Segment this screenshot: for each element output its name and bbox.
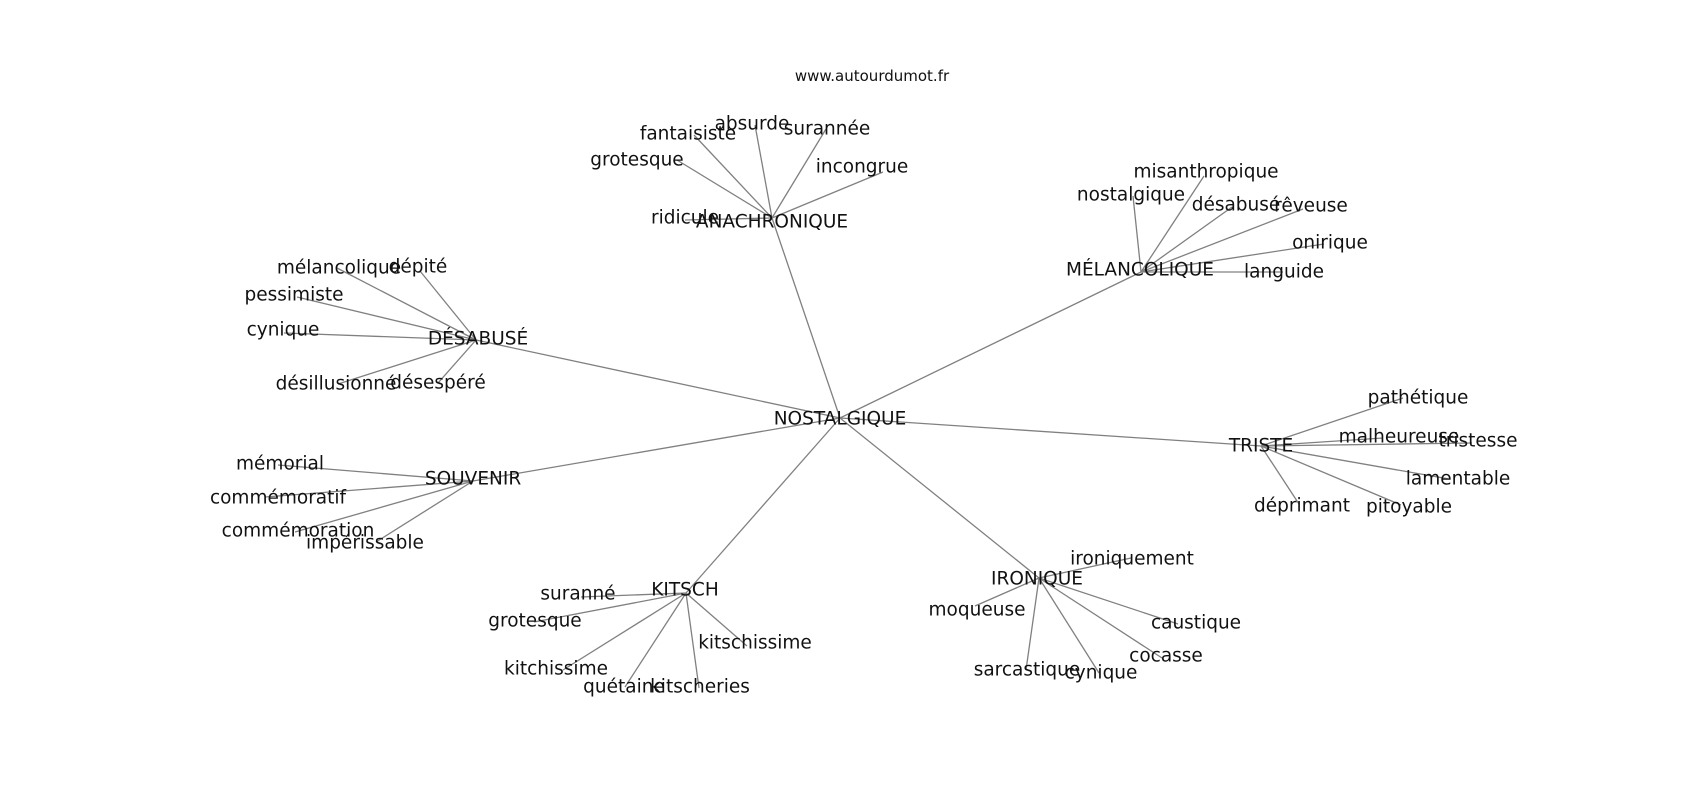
edge-center-souvenir xyxy=(472,417,841,482)
edge-triste-leaf-2 xyxy=(1260,442,1473,447)
edge-ironique-leaf-3 xyxy=(1038,577,1163,659)
edge-souvenir-leaf-3 xyxy=(375,480,474,543)
leaf-label-melancolique: désabusé xyxy=(1192,195,1281,216)
leaf-label-anachronique: fantaisiste xyxy=(640,124,736,145)
edge-desabuse-leaf-5 xyxy=(437,339,477,384)
cluster-label-melancolique: MÉLANCOLIQUE xyxy=(1066,259,1214,281)
edge-triste-leaf-0 xyxy=(1260,397,1404,447)
cluster-label-desabuse: DÉSABUSÉ xyxy=(428,328,528,350)
edge-kitsch-leaf-4 xyxy=(685,592,700,689)
leaf-label-triste: lamentable xyxy=(1406,469,1510,490)
leaf-label-anachronique: incongrue xyxy=(816,157,909,178)
cluster-label-ironique: IRONIQUE xyxy=(991,569,1083,590)
edge-anachronique-leaf-5 xyxy=(771,171,884,219)
edge-ironique-leaf-4 xyxy=(1025,577,1040,671)
leaf-label-melancolique: languide xyxy=(1244,262,1324,283)
edge-triste-leaf-5 xyxy=(1260,445,1300,505)
edge-kitsch-leaf-5 xyxy=(685,592,748,647)
edge-anachronique-leaf-0 xyxy=(684,217,773,221)
edge-melancolique-leaf-4 xyxy=(1140,243,1325,273)
leaf-label-ironique: cocasse xyxy=(1129,646,1203,667)
edge-kitsch-leaf-3 xyxy=(624,592,687,688)
leaf-label-desabuse: dépité xyxy=(389,257,448,278)
edge-melancolique-leaf-2 xyxy=(1140,206,1233,273)
leaf-label-desabuse: désillusionné xyxy=(276,374,397,395)
leaf-label-anachronique: grotesque xyxy=(590,150,683,171)
leaf-label-melancolique: onirique xyxy=(1292,233,1368,254)
leaf-label-triste: pathétique xyxy=(1368,388,1469,409)
graph-labels: ridiculegrotesquefantaisisteabsurdesuran… xyxy=(210,114,1518,698)
edge-desabuse-leaf-4 xyxy=(337,339,477,385)
edge-anachronique-leaf-1 xyxy=(676,159,773,219)
source-url: www.autourdumot.fr xyxy=(795,67,950,85)
cluster-label-triste: TRISTE xyxy=(1228,436,1293,457)
edge-melancolique-leaf-0 xyxy=(1132,195,1142,273)
edge-desabuse-leaf-0 xyxy=(336,267,477,341)
edge-center-triste xyxy=(839,417,1262,447)
edge-center-anachronique xyxy=(771,217,841,419)
edge-anachronique-leaf-3 xyxy=(754,124,773,219)
leaf-label-desabuse: cynique xyxy=(247,320,320,341)
edge-triste-leaf-3 xyxy=(1260,445,1450,480)
leaf-label-anachronique: absurde xyxy=(715,114,790,135)
cluster-label-anachronique: ANACHRONIQUE xyxy=(696,212,848,233)
leaf-label-desabuse: désespéré xyxy=(390,373,486,394)
edge-center-desabuse xyxy=(475,339,841,419)
edge-kitsch-leaf-1 xyxy=(533,592,687,623)
leaf-label-triste: pitoyable xyxy=(1366,497,1452,518)
edge-kitsch-leaf-2 xyxy=(562,592,687,671)
leaf-label-anachronique: surannée xyxy=(784,119,871,140)
leaf-label-kitsch: kitscheries xyxy=(650,677,750,698)
edge-desabuse-leaf-1 xyxy=(419,270,477,341)
edge-souvenir-leaf-2 xyxy=(294,480,474,533)
leaf-label-ironique: ironiquement xyxy=(1070,549,1194,570)
edge-souvenir-leaf-1 xyxy=(264,480,474,498)
leaf-label-ironique: cynique xyxy=(1065,663,1138,684)
edge-triste-leaf-1 xyxy=(1260,437,1384,447)
edge-ironique-leaf-1 xyxy=(974,577,1040,607)
edge-ironique-leaf-2 xyxy=(1038,577,1179,625)
edge-souvenir-leaf-0 xyxy=(277,464,474,482)
edge-triste-leaf-4 xyxy=(1260,445,1402,506)
edge-desabuse-leaf-2 xyxy=(296,296,477,341)
leaf-label-melancolique: misanthropique xyxy=(1133,162,1278,183)
leaf-label-triste: déprimant xyxy=(1254,496,1350,517)
leaf-label-ironique: moqueuse xyxy=(929,600,1026,621)
center-node-label: NOSTALGIQUE xyxy=(774,409,907,430)
edge-kitsch-leaf-0 xyxy=(580,592,687,598)
leaf-label-ironique: caustique xyxy=(1151,613,1241,634)
cluster-label-kitsch: KITSCH xyxy=(651,580,718,601)
edge-ironique-leaf-0 xyxy=(1038,557,1132,579)
edge-center-kitsch xyxy=(685,417,841,594)
edge-melancolique-leaf-3 xyxy=(1140,208,1304,273)
edge-anachronique-leaf-2 xyxy=(693,134,773,219)
leaf-label-kitsch: grotesque xyxy=(488,611,581,632)
edge-anachronique-leaf-4 xyxy=(771,128,827,219)
leaf-label-melancolique: nostalgique xyxy=(1077,185,1185,206)
leaf-label-kitsch: quétaine xyxy=(583,677,665,698)
leaf-label-triste: tristesse xyxy=(1439,431,1518,452)
leaf-label-kitsch: suranné xyxy=(540,584,615,605)
cluster-label-souvenir: SOUVENIR xyxy=(425,469,521,490)
leaf-label-souvenir: commémoration xyxy=(222,521,375,542)
edge-center-ironique xyxy=(839,417,1040,579)
edge-ironique-leaf-5 xyxy=(1038,577,1100,674)
leaf-label-souvenir: impérissable xyxy=(306,533,424,554)
leaf-label-kitsch: kitchissime xyxy=(504,659,608,680)
leaf-label-ironique: sarcastique xyxy=(974,660,1081,681)
graph-edges xyxy=(264,124,1473,689)
leaf-label-desabuse: mélancolique xyxy=(277,258,401,279)
edge-melancolique-leaf-1 xyxy=(1140,175,1205,273)
leaf-label-souvenir: mémorial xyxy=(236,454,324,475)
leaf-label-desabuse: pessimiste xyxy=(245,285,344,306)
leaf-label-kitsch: kitschissime xyxy=(698,633,812,654)
edge-desabuse-leaf-3 xyxy=(283,332,477,341)
leaf-label-souvenir: commémoratif xyxy=(210,488,347,509)
edge-center-melancolique xyxy=(839,271,1142,419)
leaf-label-triste: malheureuse xyxy=(1339,427,1460,448)
leaf-label-melancolique: rêveuse xyxy=(1274,196,1348,217)
leaf-label-anachronique: ridicule xyxy=(651,208,719,229)
